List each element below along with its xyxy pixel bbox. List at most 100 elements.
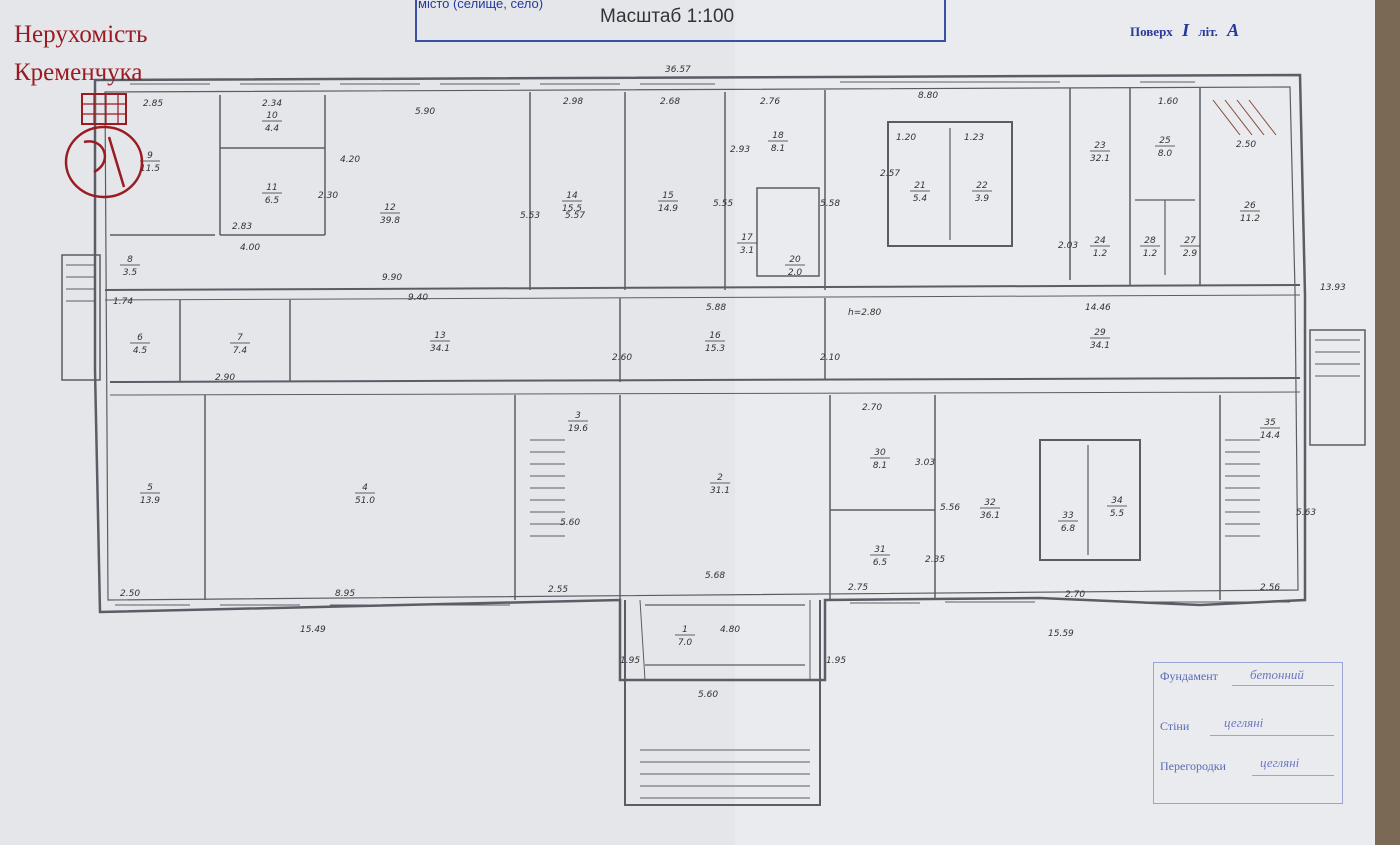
room-30: 308.1 — [870, 448, 890, 471]
room-number: 35 — [1264, 418, 1276, 428]
scale-label: Масштаб 1:100 — [600, 6, 735, 27]
room-area: 5.5 — [1110, 509, 1125, 519]
room-area: 39.8 — [380, 216, 400, 226]
room-area: 2.0 — [788, 268, 803, 278]
dimension-label: 2.10 — [820, 353, 840, 363]
room-number: 31 — [874, 545, 885, 555]
dimension-label: 5.88 — [706, 303, 726, 313]
dimension-label: 2.60 — [612, 353, 632, 363]
room-number: 27 — [1184, 236, 1196, 246]
dim-top: 36.57 — [665, 65, 691, 75]
room-number: 6 — [137, 333, 143, 343]
dimension-label: 5.55 — [713, 199, 733, 209]
room-number: 32 — [984, 498, 996, 508]
room-2: 231.1 — [710, 473, 730, 496]
room-area: 34.1 — [1090, 341, 1110, 351]
dimension-label: 8.95 — [335, 589, 355, 599]
room-21: 215.4 — [910, 181, 930, 204]
room-area: 1.2 — [1093, 249, 1108, 259]
dim-bottom-left: 15.49 — [300, 625, 326, 635]
walls-label: Стіни — [1160, 719, 1190, 733]
room-area: 15.3 — [705, 344, 725, 354]
room-area: 8.0 — [1158, 149, 1173, 159]
watermark-logo-icon — [64, 93, 144, 199]
dimension-label: 2.68 — [660, 97, 680, 107]
room-28: 281.2 — [1140, 236, 1160, 259]
room-area: 3.1 — [740, 246, 754, 256]
dimension-label: 9.90 — [382, 273, 402, 283]
room-6: 64.5 — [130, 333, 150, 356]
room-number: 25 — [1159, 136, 1171, 146]
dimension-label: 2.34 — [262, 99, 282, 109]
locality-label: місто (селище, село) — [418, 0, 544, 11]
dimension-label: 5.68 — [705, 571, 725, 581]
dimension-label: 2.70 — [1065, 590, 1085, 600]
room-number: 4 — [362, 483, 368, 493]
dimension-label: 2.90 — [215, 373, 235, 383]
dimension-label: 2.35 — [925, 555, 945, 565]
dimension-label: 2.57 — [880, 169, 900, 179]
room-area: 6.5 — [265, 196, 280, 206]
corridor-height: h=2.80 — [848, 308, 882, 318]
room-number: 26 — [1244, 201, 1256, 211]
dimension-label: 5.60 — [698, 690, 718, 700]
room-number: 34 — [1111, 496, 1123, 506]
litera-label: літ. — [1198, 24, 1218, 39]
dimension-label: 5.63 — [1296, 508, 1316, 518]
room-labels: 17.0231.1319.6451.0513.964.577.483.5911.… — [120, 111, 1280, 648]
room-8: 83.5 — [120, 255, 140, 278]
room-24: 241.2 — [1090, 236, 1110, 259]
dimension-label: 5.57 — [565, 211, 585, 221]
dimension-label: 3.03 — [915, 458, 935, 468]
dimension-label: 2.55 — [548, 585, 568, 595]
room-area: 14.4 — [1260, 431, 1280, 441]
room-area: 32.1 — [1090, 154, 1110, 164]
dim-bottom-right: 15.59 — [1048, 629, 1074, 639]
walls-value: цегляні — [1224, 715, 1264, 730]
room-number: 9 — [147, 151, 153, 161]
room-area: 19.6 — [568, 424, 588, 434]
room-32: 32 36.1 — [980, 498, 1000, 521]
room-area: 3.5 — [123, 268, 138, 278]
room-area: 8.1 — [873, 461, 887, 471]
litera-value: А — [1227, 20, 1240, 40]
room-10: 104.4 — [262, 111, 282, 134]
room-area: 6.5 — [873, 558, 888, 568]
room-number: 13 — [434, 331, 446, 341]
room-number: 18 — [772, 131, 784, 141]
room-number: 30 — [874, 448, 886, 458]
room-number: 3 — [575, 411, 581, 421]
room-number: 33 — [1062, 511, 1074, 521]
room-area: 36.1 — [980, 511, 1000, 521]
room-35: 35 14.4 — [1260, 418, 1280, 441]
watermark-line1: Нерухомість — [14, 21, 148, 48]
room-area: 11.2 — [1240, 214, 1260, 224]
room-25: 258.0 — [1155, 136, 1175, 159]
dimension-label: 4.00 — [240, 243, 260, 253]
dimension-label: 2.93 — [730, 145, 750, 155]
room-number: 2 — [717, 473, 723, 483]
room-11: 116.5 — [262, 183, 282, 206]
room-number: 24 — [1094, 236, 1106, 246]
room-area: 6.8 — [1061, 524, 1076, 534]
room-area: 4.4 — [265, 124, 280, 134]
room-27: 272.9 — [1180, 236, 1200, 259]
room-number: 1 — [682, 625, 688, 635]
room-22: 223.9 — [972, 181, 992, 204]
dimension-label: 8.80 — [918, 91, 938, 101]
foundation-value: бетонний — [1250, 667, 1304, 682]
dimension-label: 2.98 — [563, 97, 583, 107]
room-9: 911.5 — [140, 151, 160, 174]
dimension-label: 1.23 — [964, 133, 984, 143]
room-number: 28 — [1144, 236, 1156, 246]
room-area: 3.9 — [975, 194, 990, 204]
stair-hatching — [66, 99, 1360, 799]
floor-info: Поверх I літ. А — [1130, 20, 1239, 41]
table-edge — [1375, 0, 1400, 845]
dimension-label: 13.93 — [1320, 283, 1346, 293]
